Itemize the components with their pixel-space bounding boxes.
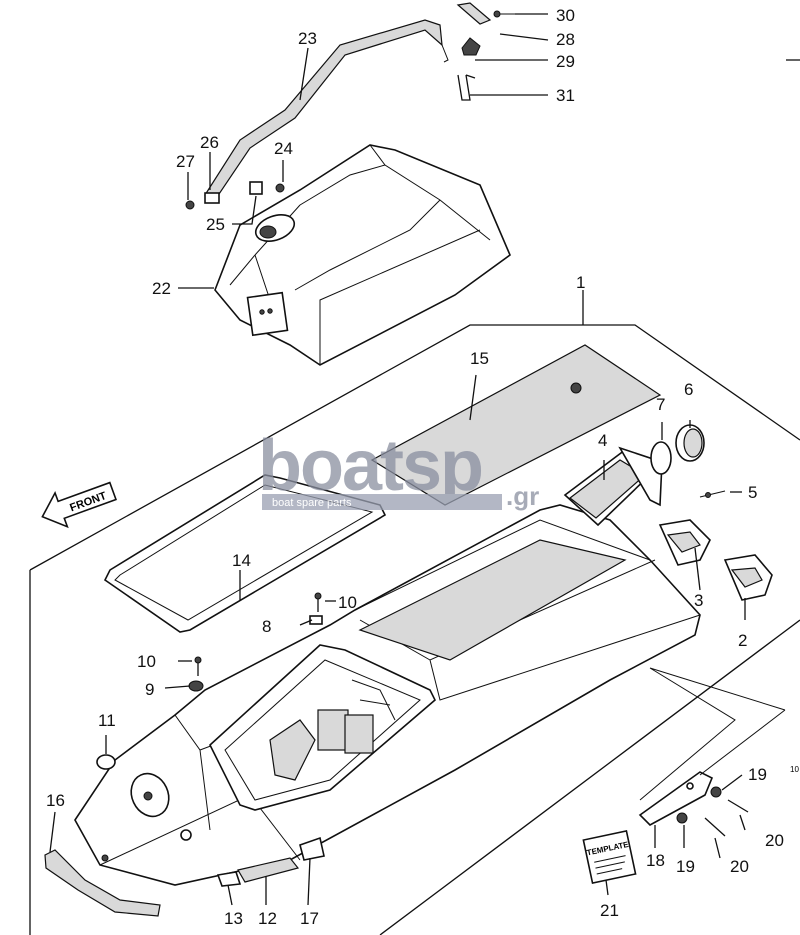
callout-2: 2 (738, 631, 747, 650)
plate-part-13 (216, 871, 242, 887)
callout-16: 16 (46, 791, 65, 810)
callout-3: 3 (694, 591, 703, 610)
callout-23: 23 (298, 29, 317, 48)
callout-17: 17 (300, 909, 319, 928)
edge-mark: 10 (790, 765, 799, 774)
callout-1: 1 (576, 273, 585, 292)
screw-24 (275, 183, 285, 193)
callout-20a: 20 (765, 831, 784, 850)
hood-part (214, 144, 511, 366)
pad-part-12 (237, 857, 300, 883)
callout-30: 30 (556, 6, 575, 25)
callout-18: 18 (646, 851, 665, 870)
rail-part-16 (44, 849, 161, 917)
oring-part-7 (650, 441, 672, 475)
callout-19b: 19 (676, 857, 695, 876)
callout-28: 28 (556, 30, 575, 49)
callout-26: 26 (200, 133, 219, 152)
callout-5: 5 (748, 483, 757, 502)
callout-7: 7 (656, 395, 665, 414)
nut-part-19b (676, 812, 688, 824)
watermark-suffix: .gr (506, 481, 539, 511)
watermark-tagline: boat spare parts (272, 497, 352, 509)
callout-4: 4 (598, 431, 607, 450)
leader-lines (49, 13, 746, 906)
clip-part-9 (188, 680, 204, 692)
callout-19a: 19 (748, 765, 767, 784)
callout-14: 14 (232, 551, 251, 570)
callout-15: 15 (470, 349, 489, 368)
callout-8: 8 (262, 617, 271, 636)
callout-10b: 10 (137, 652, 156, 671)
grommet-part-11 (96, 754, 116, 770)
callout-10a: 10 (338, 593, 357, 612)
callout-29: 29 (556, 52, 575, 71)
clip-28 (456, 2, 492, 25)
fin-part-18 (638, 771, 714, 826)
pin-part-20a (727, 799, 749, 813)
bracket-26 (204, 192, 220, 204)
plug-part-17 (299, 836, 325, 861)
pin-part-20b (704, 817, 726, 837)
clip-part-8 (309, 615, 323, 625)
template-label: TEMPLATE (582, 829, 637, 885)
watermark: boatsp .gr boat spare parts (258, 426, 539, 511)
callout-11: 11 (98, 711, 116, 730)
nut-part-19a (710, 786, 722, 798)
mat-part-15 (370, 344, 662, 506)
callout-25: 25 (206, 215, 225, 234)
nut-27 (185, 200, 195, 210)
callout-numbers: 1 2 3 4 5 6 7 8 9 10 10 11 12 13 14 15 1… (46, 6, 784, 928)
bracket-25 (249, 181, 263, 195)
callout-24: 24 (274, 139, 293, 158)
callout-12: 12 (258, 909, 277, 928)
callout-13: 13 (224, 909, 243, 928)
callout-27: 27 (176, 152, 195, 171)
callout-22: 22 (152, 279, 171, 298)
callout-21: 21 (600, 901, 619, 920)
gasket-part-14 (103, 474, 387, 633)
callout-31: 31 (556, 86, 575, 105)
assembly-frame (29, 324, 800, 935)
hull-part (74, 504, 701, 886)
callout-9: 9 (145, 680, 154, 699)
front-arrow: FRONT (41, 481, 117, 529)
callout-20b: 20 (730, 857, 749, 876)
watermark-main: boatsp (258, 426, 482, 506)
pin-31 (457, 74, 476, 101)
cap-29 (461, 37, 481, 56)
callout-6: 6 (684, 380, 693, 399)
